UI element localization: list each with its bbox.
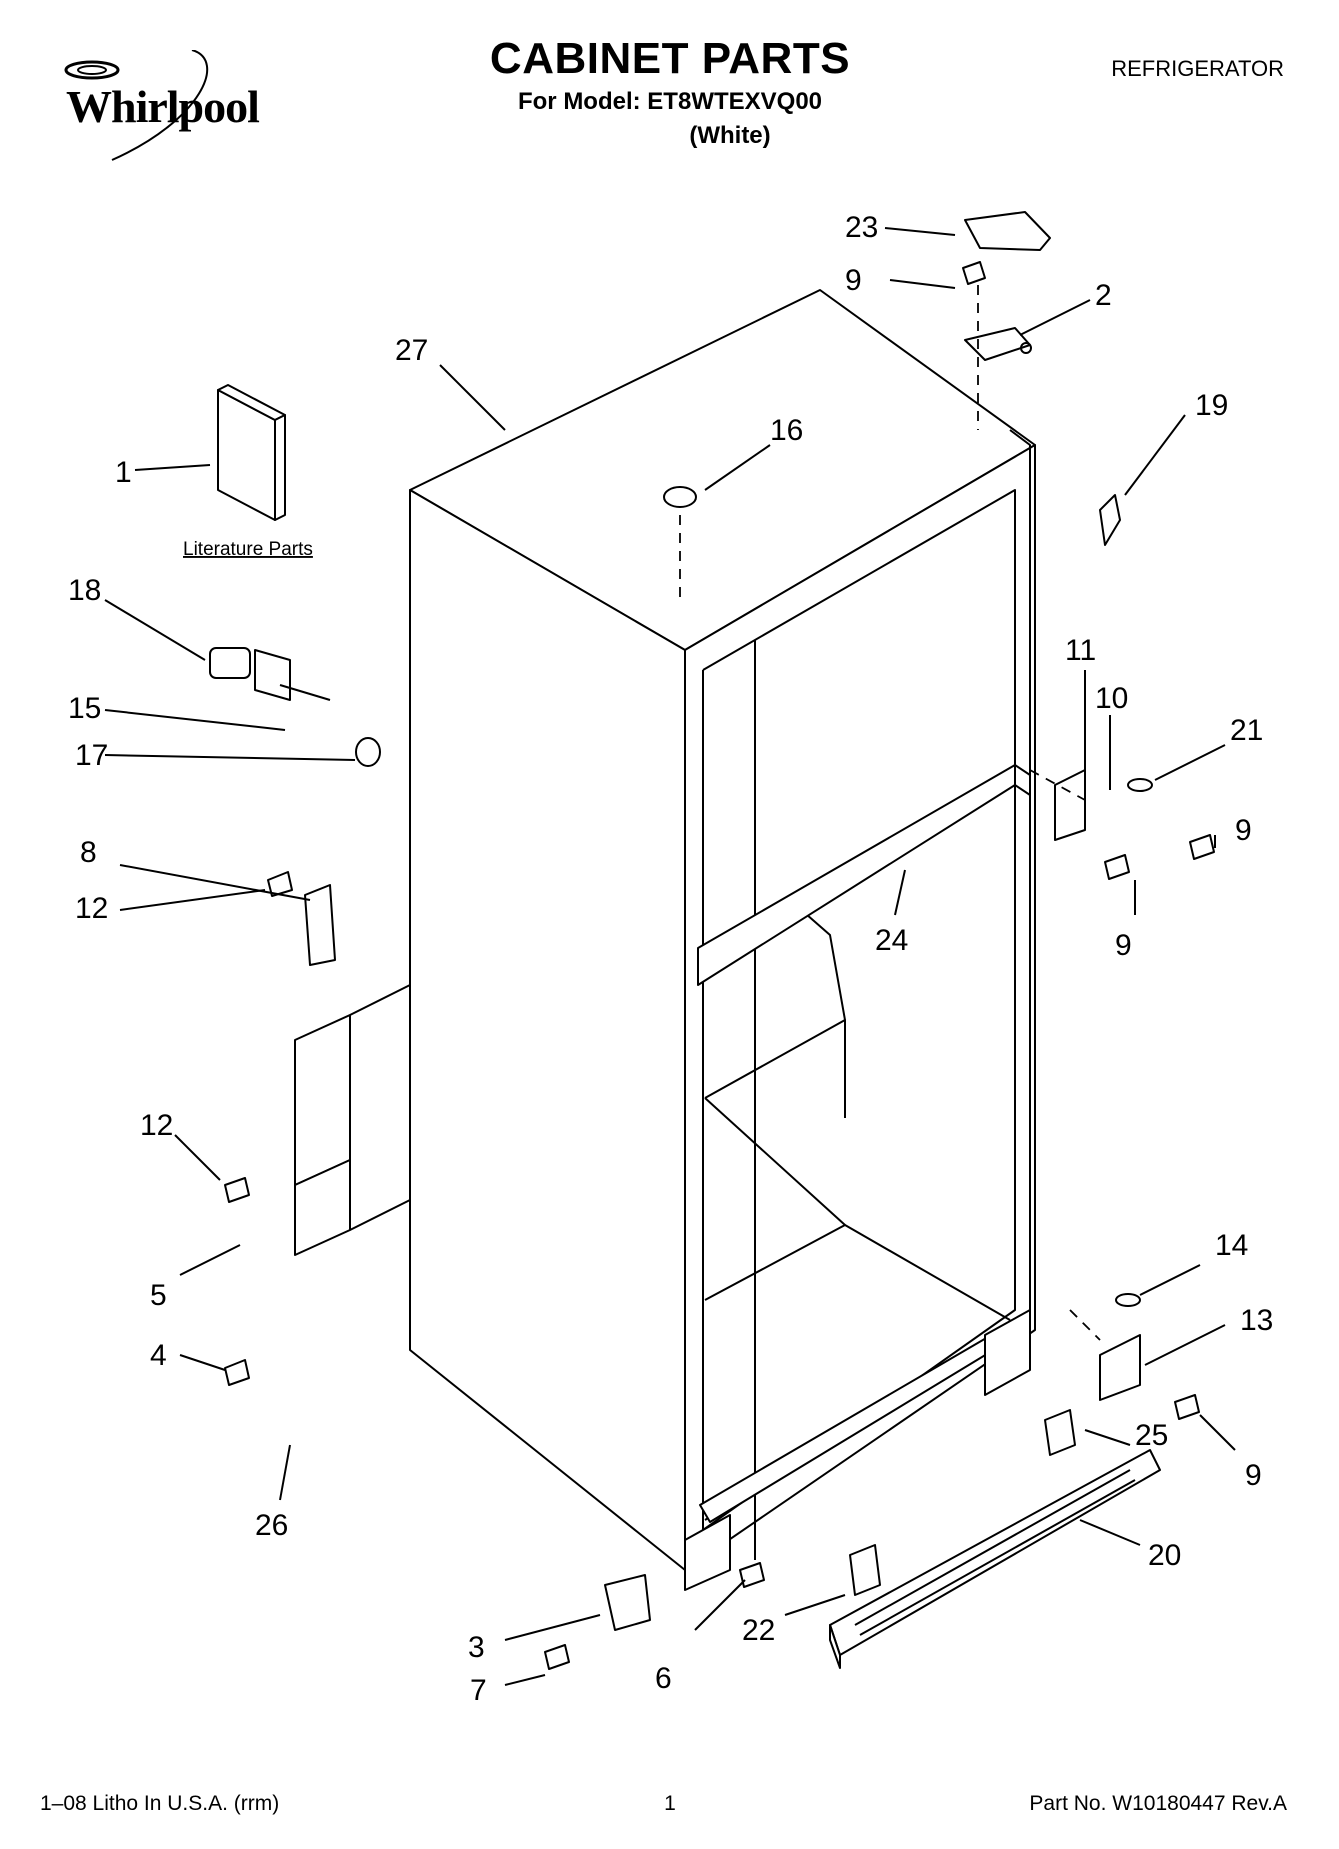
callout-2: 2 — [1095, 279, 1112, 312]
callout-10: 10 — [1095, 682, 1128, 715]
callout-6: 6 — [655, 1662, 672, 1695]
callout-3: 3 — [468, 1631, 485, 1664]
callout-labels: 23 9 2 27 16 19 1 18 15 17 11 10 21 9 9 … — [68, 211, 1273, 1707]
screw-icons — [224, 261, 1215, 1670]
callout-1: 1 — [115, 456, 132, 489]
bushing — [355, 737, 381, 767]
literature-card — [217, 384, 286, 521]
grille-clip — [1044, 1409, 1076, 1456]
callout-15: 15 — [68, 692, 101, 725]
callout-7: 7 — [470, 1674, 487, 1707]
door-stop — [304, 884, 336, 966]
callout-14: 14 — [1215, 1229, 1248, 1262]
footer-part-number: Part No. W10180447 Rev.A — [1029, 1792, 1287, 1815]
callout-9-center-bottom: 9 — [1115, 929, 1132, 962]
logo-swirl-icon — [64, 49, 209, 161]
callout-17: 17 — [75, 739, 108, 772]
callout-4: 4 — [150, 1339, 167, 1372]
callout-25: 25 — [1135, 1419, 1168, 1452]
model-number: For Model: ET8WTEXVQ00 — [517, 88, 823, 115]
callout-26: 26 — [255, 1509, 288, 1542]
footer-print-info: 1–08 Litho In U.S.A. (rrm) — [40, 1792, 280, 1815]
brand-name: Whirlpool — [66, 81, 260, 132]
leveling-leg — [604, 1574, 651, 1631]
callout-27: 27 — [395, 334, 428, 367]
callout-9-center-right: 9 — [1235, 814, 1252, 847]
footer-page-number: 1 — [664, 1792, 676, 1815]
center-hinge — [1054, 769, 1086, 841]
hinge-cover — [964, 211, 1051, 251]
callout-12-lower: 12 — [140, 1109, 173, 1142]
page-title: CABINET PARTS — [489, 34, 851, 83]
hinge-cap — [1099, 494, 1121, 546]
hinge-bracket — [294, 1014, 351, 1186]
shaft-seal — [209, 647, 251, 679]
callout-5: 5 — [150, 1279, 167, 1312]
literature-parts-label: Literature Parts — [183, 539, 313, 560]
callout-11: 11 — [1065, 634, 1096, 667]
top-hinge — [964, 327, 1031, 361]
callout-9-bottom: 9 — [1245, 1459, 1262, 1492]
callout-20: 20 — [1148, 1539, 1181, 1572]
callout-9-top: 9 — [845, 264, 862, 297]
callout-12-upper: 12 — [75, 892, 108, 925]
callout-16: 16 — [770, 414, 803, 447]
callout-18: 18 — [68, 574, 101, 607]
leader-arrows — [104, 227, 1236, 1686]
callout-21: 21 — [1230, 714, 1263, 747]
callout-23: 23 — [845, 211, 878, 244]
model-color: (White) — [689, 122, 771, 149]
callout-19: 19 — [1195, 389, 1228, 422]
callout-13: 13 — [1240, 1304, 1273, 1337]
callout-22: 22 — [742, 1614, 775, 1647]
bottom-hinge — [1099, 1334, 1141, 1401]
callout-8: 8 — [80, 836, 97, 869]
product-type: REFRIGERATOR — [1111, 56, 1284, 81]
callout-24: 24 — [875, 924, 908, 957]
grille-panel — [829, 1449, 1161, 1669]
whirlpool-logo: Whirlpool — [52, 49, 282, 170]
plug-button — [663, 486, 697, 508]
